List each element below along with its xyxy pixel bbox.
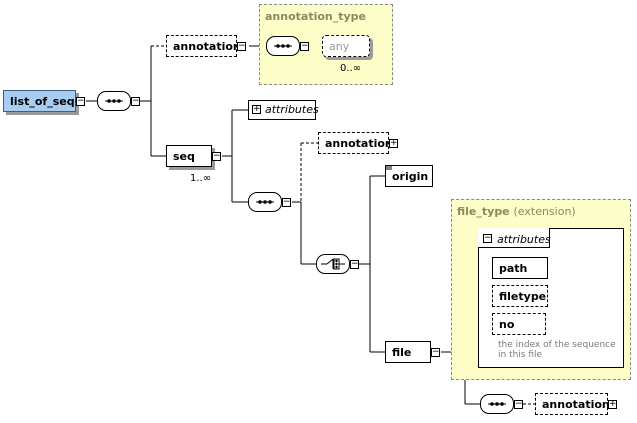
filetype-attribute-node[interactable]: filetype [492,285,548,307]
collapse-icon[interactable]: − [282,197,291,207]
file-type-extension: (extension) [513,205,576,218]
any-occurrence: 0..∞ [340,63,362,74]
path-label: path [499,261,528,275]
any-label: any [329,39,350,53]
collapse-icon[interactable]: − [131,96,140,106]
annotation-label: annotation [173,39,241,53]
choice-icon [321,258,345,270]
no-label: no [499,317,515,331]
collapse-icon[interactable]: − [237,41,246,51]
expand-icon[interactable]: + [389,138,398,148]
no-attribute-node[interactable]: no [492,313,546,335]
annotation-label: annotation [325,136,393,150]
sequence-icon [105,99,123,103]
root-element-node[interactable]: list_of_seqs [3,90,81,112]
attributes-group[interactable] [248,100,316,120]
collapse-icon[interactable]: − [431,347,440,357]
collapse-icon[interactable]: − [514,399,523,409]
seq-element-node[interactable]: seq [166,145,212,167]
file-attributes-label: attributes [497,233,551,246]
collapse-icon[interactable]: − [350,259,359,269]
expand-icon[interactable]: + [252,104,261,114]
no-attribute-documentation: the index of the sequence in this file [498,340,616,360]
file-attributes-header [478,228,550,248]
sequence-icon [274,44,292,48]
file-type-name: file_type [457,205,510,218]
expand-icon[interactable]: + [608,399,617,409]
annotation-label: annotation [542,397,610,411]
seq-occurrence: 1..∞ [190,173,212,184]
file-type-title: file_type (extension) [457,205,576,218]
attributes-label: attributes [265,103,319,116]
path-attribute-node[interactable]: path [492,257,548,279]
sequence-icon [488,402,506,406]
origin-label: origin [392,169,429,183]
text-content-icon [386,166,392,170]
annotation-element-node[interactable]: annotation [166,35,241,57]
annotation-element-node[interactable]: annotation [318,132,393,154]
collapse-icon[interactable]: − [212,151,221,161]
annotation-element-node[interactable]: annotation [535,393,610,415]
file-label: file [392,345,412,359]
origin-element-node[interactable]: origin [385,165,433,187]
annotation-type-title: annotation_type [265,10,367,23]
any-element-node[interactable]: any [322,35,370,57]
collapse-icon[interactable]: − [300,41,309,51]
collapse-icon[interactable]: − [76,96,85,106]
collapse-icon[interactable]: − [483,233,492,243]
sequence-icon [256,200,274,204]
filetype-label: filetype [499,289,547,303]
root-element-label: list_of_seqs [10,94,82,108]
seq-label: seq [173,149,195,163]
file-element-node[interactable]: file [385,341,431,363]
